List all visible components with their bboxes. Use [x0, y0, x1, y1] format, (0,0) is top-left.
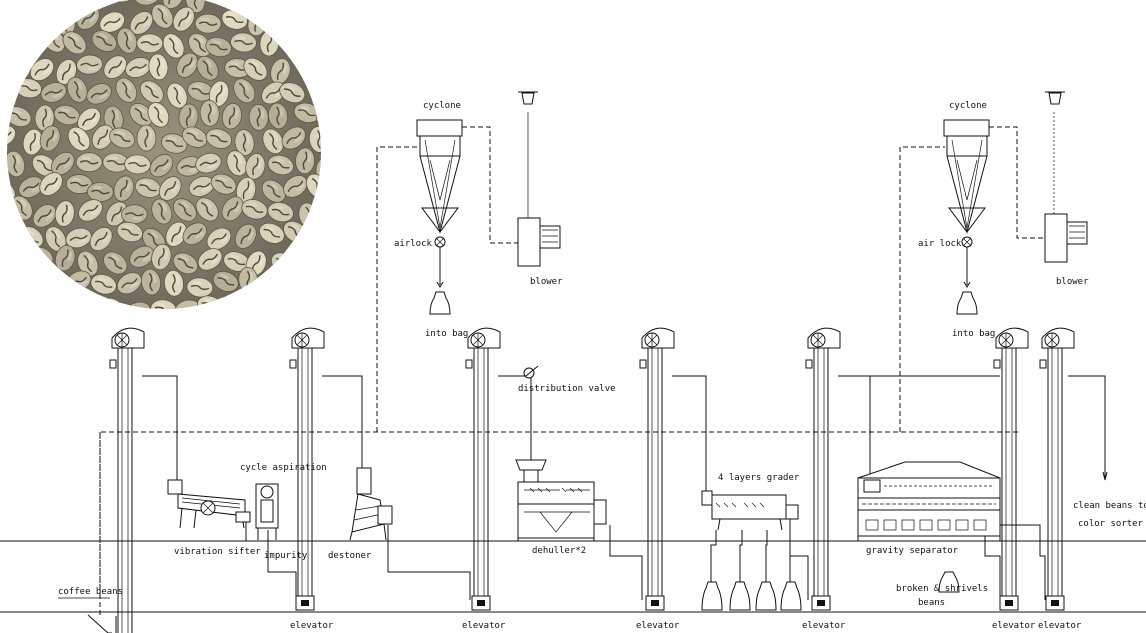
blower-icon [1044, 91, 1088, 263]
flow-line [984, 520, 1001, 600]
flow-line [387, 525, 471, 600]
valve-icon [523, 365, 539, 379]
airlock-label-1: airlock [394, 239, 433, 249]
elevator-icon [805, 327, 841, 611]
flow-line [1000, 524, 1046, 600]
elevator-icon [1039, 327, 1075, 611]
cyclone-label-1: cyclone [423, 101, 461, 111]
bag-icon [729, 581, 751, 611]
flow-line [142, 375, 178, 484]
cyclone-label-2: cyclone [949, 101, 987, 111]
gravity-separator [857, 461, 1001, 541]
gravity-separator-label: gravity separator [866, 546, 959, 556]
return-dashed-line [99, 431, 1018, 615]
cyclone1-suction-line [376, 146, 420, 432]
flow-line [1068, 375, 1106, 478]
elevator-label: elevator [802, 621, 846, 631]
bag-icon [956, 291, 978, 315]
cyclone-2 [943, 119, 990, 234]
cyclone-1 [416, 119, 463, 234]
coffee-beans-hopper [87, 614, 117, 633]
distribution-valve-label: distribution valve [518, 384, 616, 394]
cycle-aspiration-label: cycle aspiration [240, 463, 327, 473]
bag-icon [780, 581, 802, 611]
broken-beans-label-1: broken & shrivels [896, 584, 988, 594]
cycle-aspiration [255, 483, 279, 540]
elevator-label: elevator [636, 621, 680, 631]
bag-icon [755, 581, 777, 611]
elevator-icon [639, 327, 675, 611]
elevator-label: elevator [462, 621, 506, 631]
airlock-icon [434, 236, 446, 288]
elevator-icon [109, 327, 145, 633]
clean-beans-label-2: color sorter [1078, 519, 1144, 529]
broken-beans-label-2: beans [918, 598, 945, 608]
into-bag-label-2: into bag [952, 329, 995, 339]
into-bag-label-1: into bag [425, 329, 468, 339]
bag-icon [938, 571, 960, 593]
blower1-line [462, 126, 518, 244]
flow-line [245, 520, 297, 600]
flow-line [838, 375, 1000, 476]
grader-label: 4 layers grader [718, 473, 800, 483]
elevator-icon [465, 327, 501, 611]
airlock-label-2: air lock [918, 239, 962, 249]
elevator-label: elevator [992, 621, 1036, 631]
blower-label-2: blower [1056, 277, 1089, 287]
elevator-label: elevator [1038, 621, 1082, 631]
destoner-label: destoner [328, 551, 372, 561]
bag-icon [701, 581, 723, 611]
elevator-icon [993, 327, 1029, 611]
impurity-label: impurity [264, 551, 308, 561]
four-layers-grader [701, 490, 799, 585]
flow-line [322, 375, 363, 470]
vibration-sifter [167, 479, 251, 529]
dehuller-label: dehuller*2 [532, 546, 586, 556]
blower-icon [517, 91, 561, 267]
blower2-line [989, 126, 1045, 239]
clean-beans-label-1: clean beans to [1073, 501, 1146, 511]
flow-line [609, 525, 643, 600]
coffee-beans-label: coffee beans [58, 587, 123, 597]
airlock-icon [961, 236, 973, 288]
vibration-sifter-label: vibration sifter [174, 547, 261, 557]
cyclone2-suction-line [899, 146, 945, 432]
elevator-icon [289, 327, 325, 611]
coffee-beans-photo [7, 0, 321, 309]
destoner [349, 467, 393, 541]
elevator-label: elevator [290, 621, 334, 631]
blower-label-1: blower [530, 277, 563, 287]
flow-line [1102, 471, 1108, 481]
flow-line [672, 375, 707, 493]
dehuller [515, 459, 607, 541]
bag-icon [429, 291, 451, 315]
